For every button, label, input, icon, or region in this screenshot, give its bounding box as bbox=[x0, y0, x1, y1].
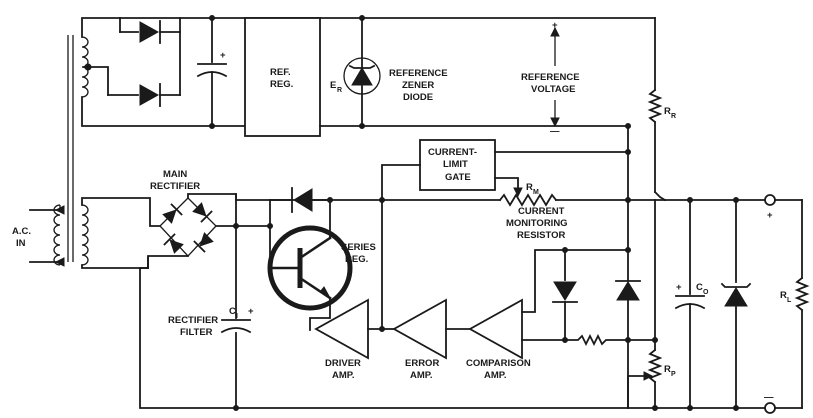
transformer bbox=[53, 35, 89, 266]
driver-label-2: AMP. bbox=[332, 370, 355, 381]
er-label: E bbox=[330, 80, 336, 91]
ref-voltage-plus: + bbox=[552, 20, 558, 31]
series-reg-label-1: SERIES bbox=[341, 242, 376, 253]
error-label-1: ERROR bbox=[405, 358, 439, 369]
rr-resistor: R R bbox=[647, 17, 676, 193]
rect-filter-label-2: FILTER bbox=[180, 327, 213, 338]
main-rectifier-bridge: MAIN RECTIFIER bbox=[81, 169, 271, 269]
output-terminals: + — bbox=[764, 194, 776, 414]
series-reg-transistor: SERIES REG. bbox=[267, 199, 376, 331]
rectifier-filter-capacitor: C I + RECTIFIER FILTER bbox=[168, 223, 254, 338]
rm-sub: M bbox=[533, 189, 539, 196]
cmr-label-2: MONITORING bbox=[506, 218, 568, 229]
rl-sub: L bbox=[787, 297, 792, 304]
rl-label: R bbox=[780, 290, 787, 301]
ac-in-label-1: A.C. bbox=[12, 226, 31, 237]
ref-voltage-label-2: VOLTAGE bbox=[531, 84, 576, 95]
comparison-amp: COMPARISON AMP. bbox=[466, 247, 629, 381]
clg-label-3: GATE bbox=[445, 172, 471, 183]
comparison-label-1: COMPARISON bbox=[466, 358, 531, 369]
ref-reg-label-2: REG. bbox=[270, 79, 293, 90]
reference-feed bbox=[625, 123, 631, 203]
rp-sub: P bbox=[671, 371, 676, 378]
error-amp: ERROR AMP. bbox=[381, 298, 471, 381]
ref-cap-plus: + bbox=[220, 50, 226, 61]
ground-rail bbox=[139, 267, 771, 411]
clg-label-2: LIMIT bbox=[443, 159, 468, 170]
co-plus: + bbox=[676, 282, 682, 293]
co-sub: O bbox=[703, 289, 709, 296]
main-rect-label-1: MAIN bbox=[163, 169, 187, 180]
ref-voltage-label-1: REFERENCE bbox=[521, 72, 580, 83]
output-zener bbox=[720, 197, 752, 411]
ci-plus: + bbox=[248, 306, 254, 317]
ref-zener-label-3: DIODE bbox=[403, 92, 433, 103]
rr-label: R bbox=[664, 106, 671, 117]
cmr-label-3: RESISTOR bbox=[517, 230, 566, 241]
rr-sub: R bbox=[671, 113, 676, 120]
ref-zener-label-1: REFERENCE bbox=[389, 68, 448, 79]
er-sub: R bbox=[337, 87, 342, 94]
rm-label: R bbox=[526, 182, 533, 193]
ac-in-label-2: IN bbox=[16, 238, 26, 249]
ci-sub: I bbox=[236, 313, 238, 320]
reference-supply: + bbox=[81, 15, 656, 129]
co-label: C bbox=[696, 282, 703, 293]
rp-potentiometer: R P bbox=[627, 190, 676, 411]
ac-input: A.C. IN bbox=[12, 205, 65, 267]
ref-reg-label-1: REF. bbox=[270, 67, 291, 78]
ref-zener-label-2: ZENER bbox=[402, 80, 434, 91]
ref-voltage-minus: — bbox=[550, 126, 560, 137]
rp-label: R bbox=[664, 364, 671, 375]
main-output-rail bbox=[235, 187, 501, 229]
reference-zener-diode: E R REFERENCE ZENER DIODE bbox=[330, 15, 448, 129]
rl-load-resistor: R L bbox=[774, 199, 810, 409]
ref-reg-block: REF. REG. bbox=[244, 17, 629, 137]
clamp-diodes bbox=[552, 199, 656, 347]
driver-label-1: DRIVER bbox=[325, 358, 361, 369]
out-plus: + bbox=[767, 210, 773, 221]
comparison-label-2: AMP. bbox=[484, 370, 507, 381]
clg-label-1: CURRENT- bbox=[428, 147, 477, 158]
rect-filter-label-1: RECTIFIER bbox=[168, 315, 218, 326]
rm-resistor: R M CURRENT MONITORING RESISTOR bbox=[498, 182, 666, 241]
output-capacitor: + C O bbox=[664, 197, 771, 411]
out-minus: — bbox=[764, 392, 774, 403]
error-label-2: AMP. bbox=[410, 370, 433, 381]
current-limit-gate-block: CURRENT- LIMIT GATE bbox=[379, 139, 631, 203]
main-rect-label-2: RECTIFIER bbox=[150, 181, 200, 192]
cmr-label-1: CURRENT bbox=[518, 206, 565, 217]
series-reg-label-2: REG. bbox=[345, 254, 368, 265]
ci-label: C bbox=[229, 306, 236, 317]
reference-voltage-indicator: + — REFERENCE VOLTAGE bbox=[521, 20, 580, 137]
